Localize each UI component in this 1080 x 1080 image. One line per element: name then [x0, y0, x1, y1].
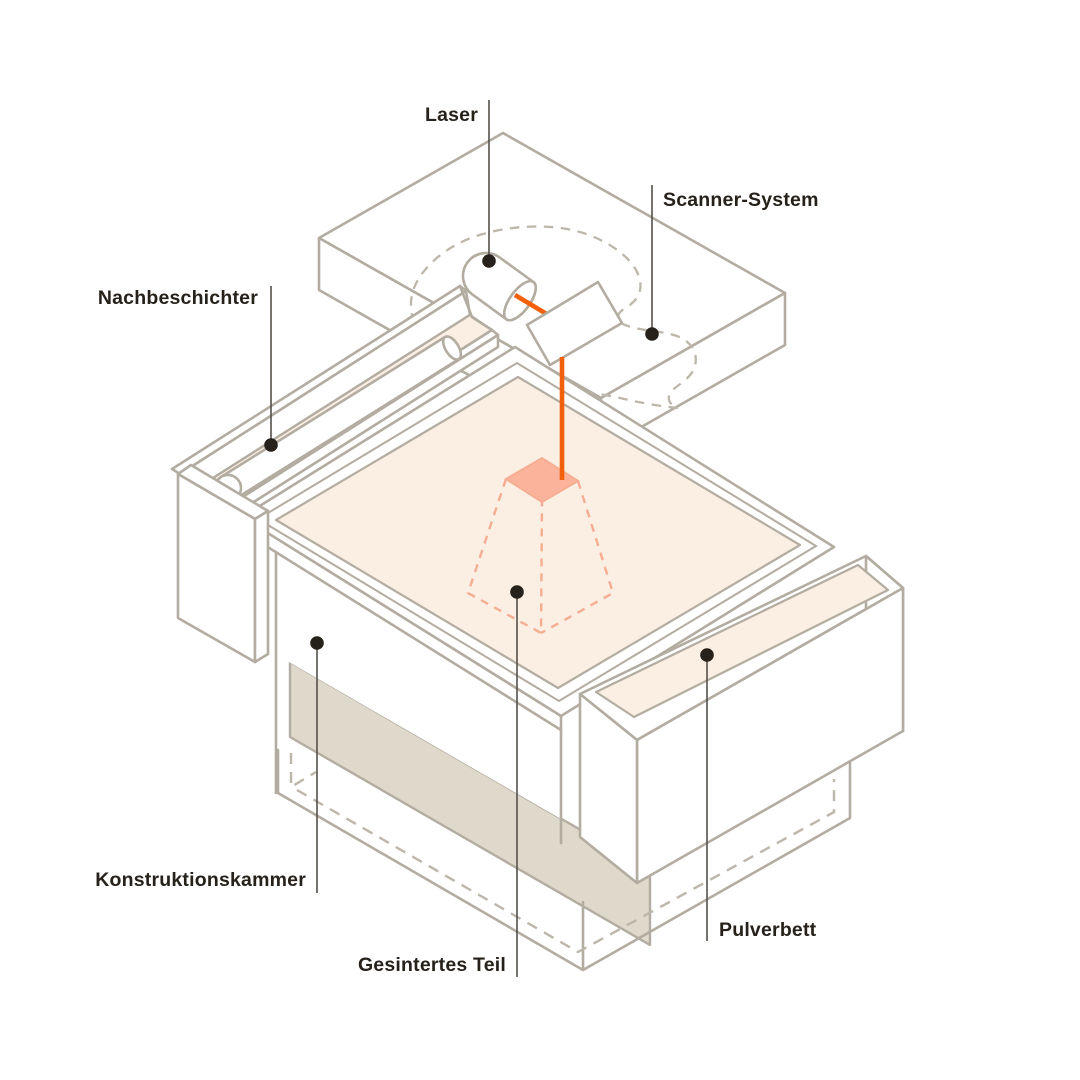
- label-dot-konstruktionskammer: [310, 636, 324, 650]
- label-text-gesintertes-teil: Gesintertes Teil: [358, 954, 506, 976]
- sintered-part-dashed-frustum: [466, 478, 615, 636]
- label-laser: Laser: [425, 100, 496, 268]
- front-left-face: [242, 517, 561, 819]
- roller-bottom-line: [233, 357, 461, 501]
- sintered-part: [466, 357, 615, 636]
- label-text-konstruktionskammer: Konstruktionskammer: [95, 869, 306, 891]
- label-text-nachbeschichter: Nachbeschichter: [98, 287, 258, 309]
- scanner-housing-outline-dashed: [409, 225, 697, 410]
- label-dot-laser: [482, 254, 496, 268]
- powder-surface: [274, 375, 802, 690]
- label-text-laser: Laser: [425, 104, 478, 126]
- end-cap-front-face: [253, 509, 270, 664]
- labels-layer: LaserScanner-SystemNachbeschichterKonstr…: [95, 100, 818, 977]
- label-gesintertes-teil: Gesintertes Teil: [358, 585, 524, 977]
- laser-cylinder: [461, 251, 538, 322]
- recoater-rail: [170, 284, 500, 533]
- label-text-pulverbett: Pulverbett: [719, 919, 817, 941]
- label-dot-pulverbett: [700, 648, 714, 662]
- left-end-cap: [176, 463, 270, 664]
- tabletop-lip-line: [240, 529, 563, 732]
- tabletop-front-edge: [240, 515, 563, 718]
- powder-bed-strip: [594, 563, 890, 719]
- label-nachbeschichter: Nachbeschichter: [98, 286, 278, 452]
- base-box-outline: [276, 748, 852, 972]
- powder-bed-box-side-face: [578, 692, 639, 885]
- melt-spot: [504, 456, 580, 504]
- roller-top-line: [219, 335, 447, 479]
- label-scanner-system: Scanner-System: [645, 185, 818, 341]
- base-box-piston-dashed: [289, 753, 836, 954]
- laser-cylinder-front-cap: [502, 279, 538, 322]
- roller-east-cap: [441, 335, 463, 361]
- rail-end-edges: [458, 284, 494, 332]
- machine-table-top: [240, 345, 836, 718]
- label-pulverbett: Pulverbett: [700, 648, 816, 941]
- label-dot-scanner-system: [645, 327, 659, 341]
- label-konstruktionskammer: Konstruktionskammer: [95, 636, 324, 893]
- base-box: [276, 748, 852, 972]
- laser-beam-to-mirror: [513, 293, 552, 318]
- machine-body-front: [240, 515, 563, 845]
- scanner-mirror: [525, 280, 624, 367]
- label-dot-gesintertes-teil: [510, 585, 524, 599]
- roller-body: [221, 337, 459, 499]
- label-dot-nachbeschichter: [264, 438, 278, 452]
- tabletop-frame-line: [256, 361, 818, 703]
- label-text-scanner-system: Scanner-System: [663, 189, 819, 211]
- powder-bed-box: [578, 554, 905, 885]
